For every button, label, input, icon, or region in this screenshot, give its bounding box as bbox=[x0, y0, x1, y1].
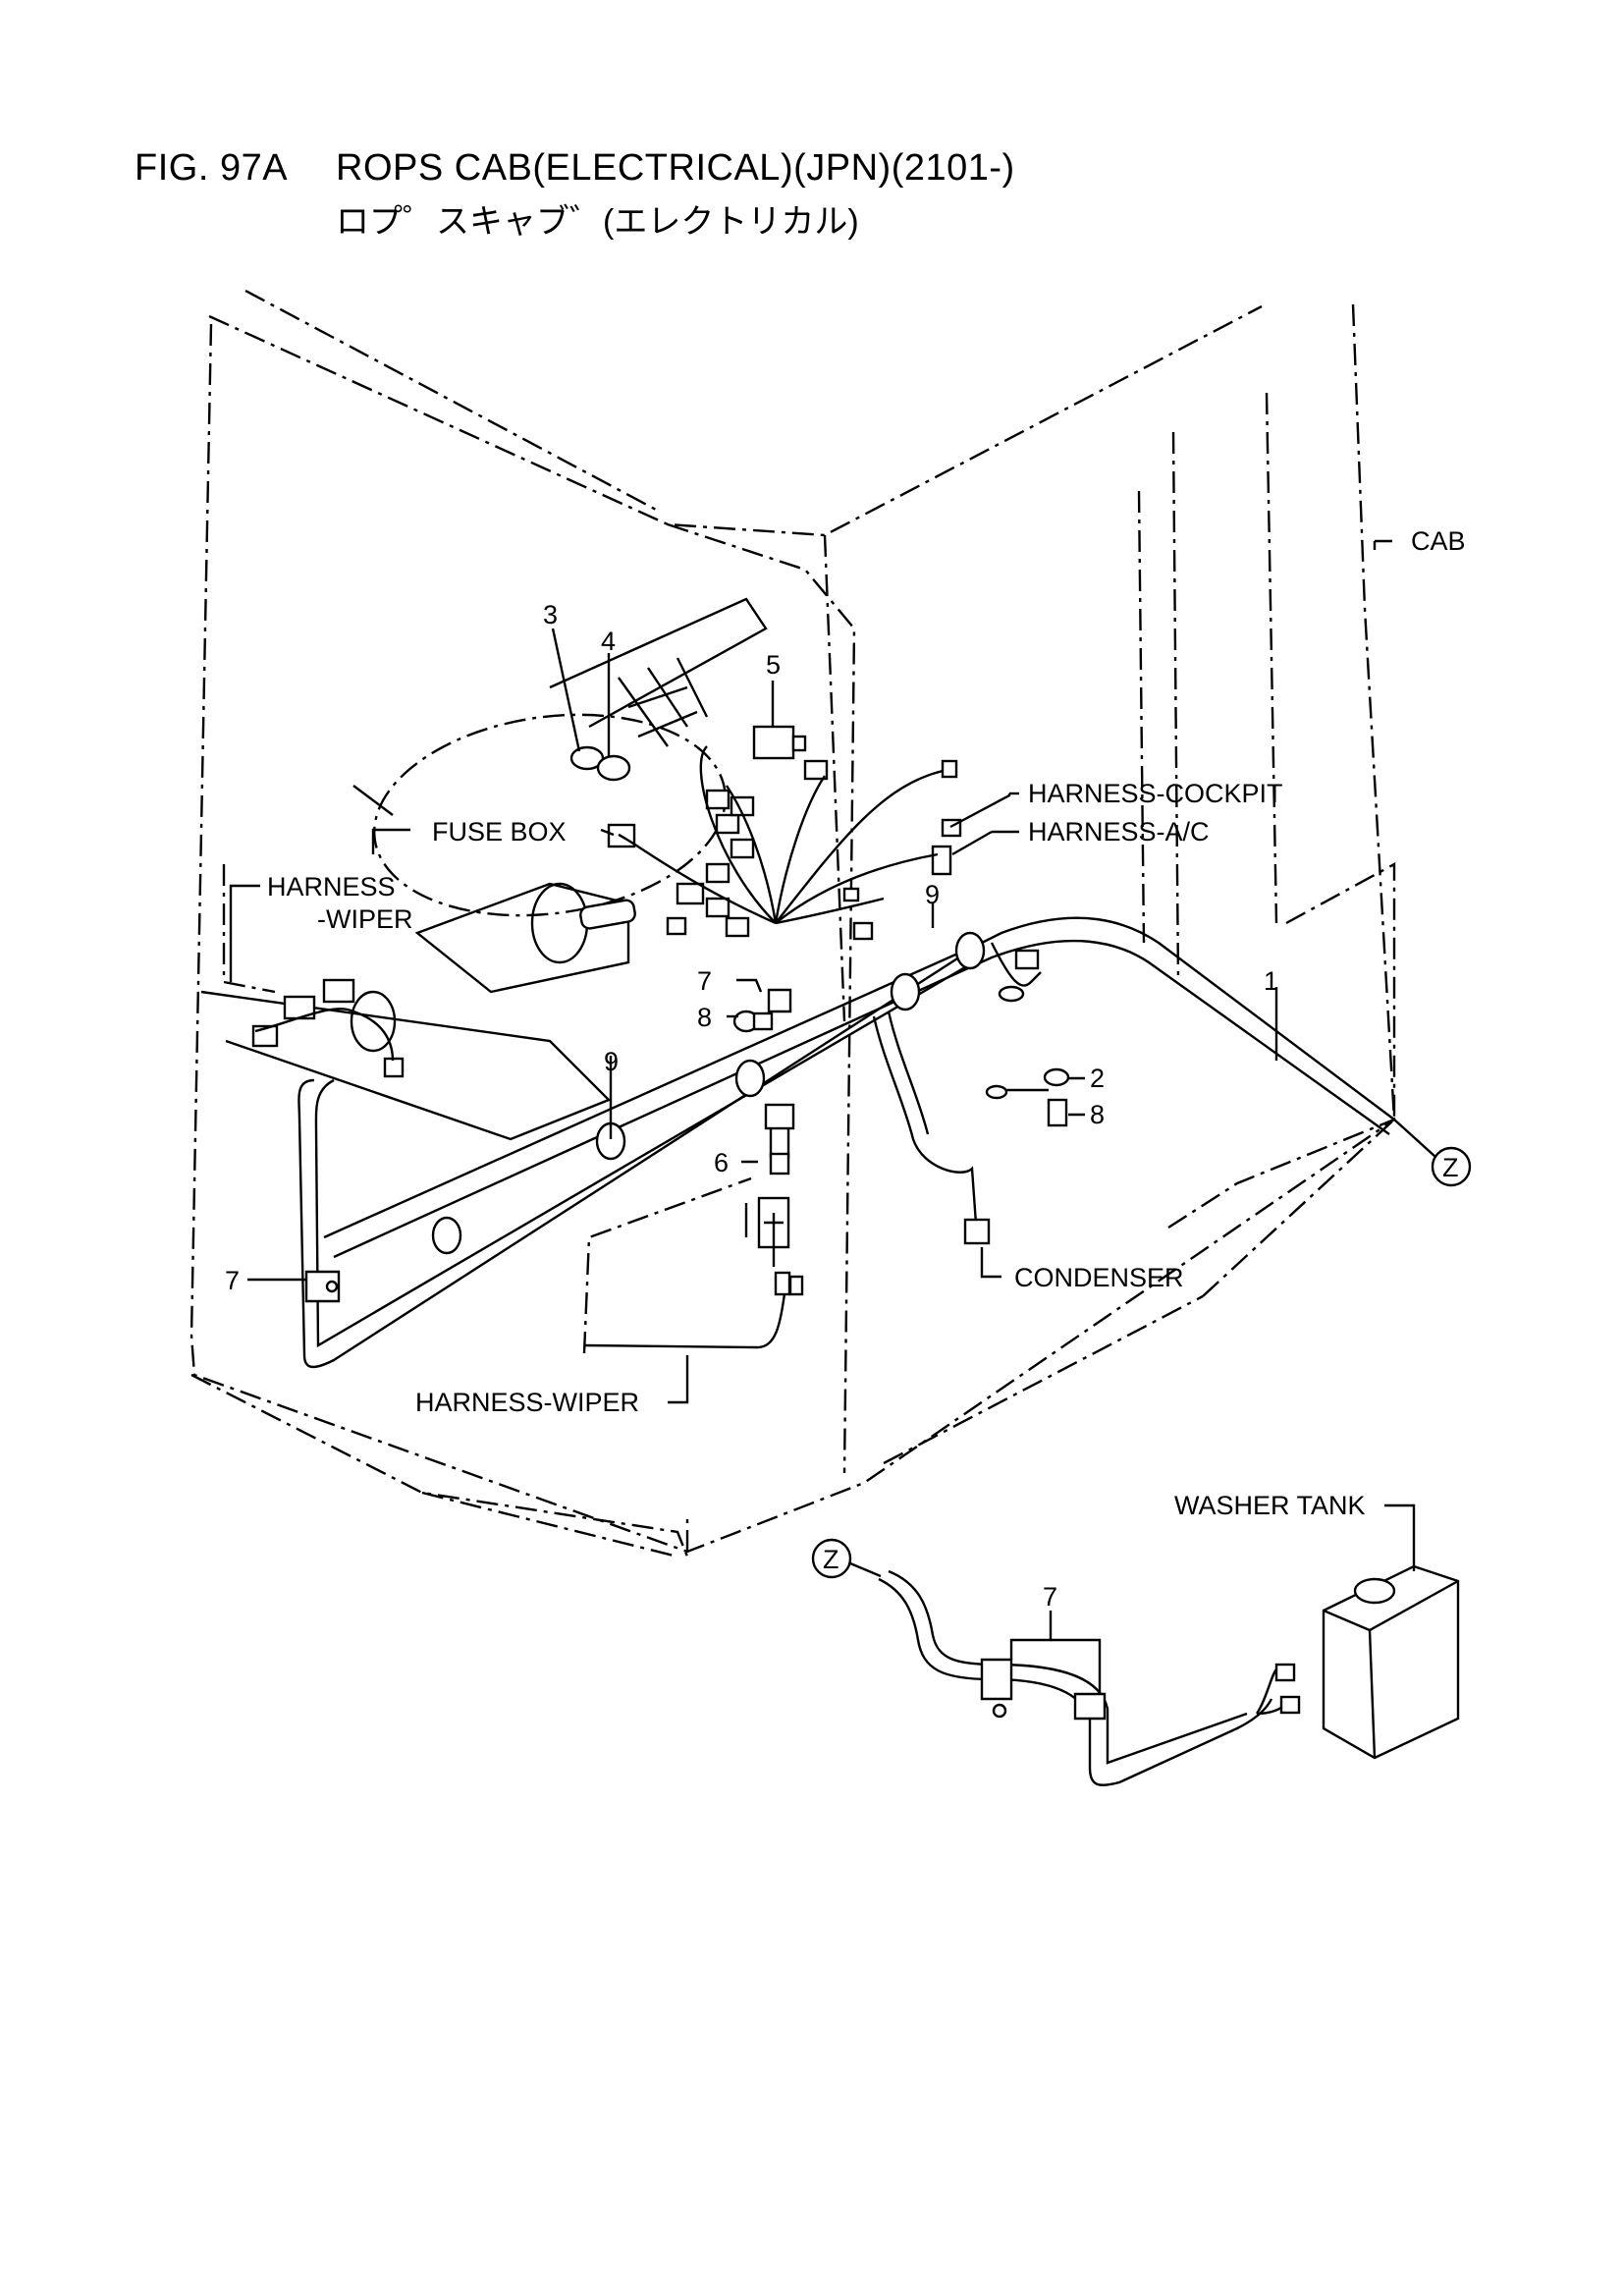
cab-label: CAB bbox=[1411, 526, 1466, 556]
callout-7-bottom: 7 bbox=[1043, 1582, 1057, 1612]
fuse-box-label: FUSE BOX bbox=[432, 817, 567, 847]
harness-wiper-label-line1: HARNESS bbox=[267, 872, 396, 902]
cockpit-assembly bbox=[200, 597, 962, 1141]
z-reference-bottom: Z bbox=[811, 1538, 882, 1579]
leader-lines bbox=[229, 539, 1416, 1694]
callout-3: 3 bbox=[543, 600, 558, 629]
washer-tank-label: WASHER TANK bbox=[1174, 1491, 1366, 1520]
z-label-top: Z bbox=[1442, 1153, 1459, 1182]
callout-9-left: 9 bbox=[604, 1047, 619, 1076]
z-label-bottom: Z bbox=[823, 1545, 839, 1574]
callout-8-left: 8 bbox=[697, 1003, 712, 1032]
figure-subtitle-jp: ロプ゜スキャブ゛(エレクトリカル) bbox=[336, 203, 859, 241]
z-reference-top: Z bbox=[1393, 1119, 1472, 1187]
harness-cockpit-label: HARNESS-COCKPIT bbox=[1028, 779, 1283, 808]
wiper-harness-left bbox=[222, 864, 405, 1078]
callout-7-upper: 7 bbox=[697, 966, 712, 996]
cab-outline bbox=[189, 289, 1396, 1558]
callout-8-right: 8 bbox=[1090, 1100, 1105, 1129]
callout-5: 5 bbox=[766, 650, 781, 680]
condenser-label: CONDENSER bbox=[1014, 1263, 1184, 1292]
washer-hose-assembly bbox=[878, 1564, 1460, 1786]
harness-ac-label: HARNESS-A/C bbox=[1028, 817, 1210, 847]
callout-6: 6 bbox=[714, 1148, 729, 1177]
figure-title: FIG. 97A ROPS CAB(ELECTRICAL)(JPN)(2101-) bbox=[135, 147, 1015, 190]
callout-9-right: 9 bbox=[925, 880, 940, 909]
main-harness-tube bbox=[298, 916, 1395, 1369]
figure-number: FIG. 97A bbox=[135, 147, 289, 189]
callout-1: 1 bbox=[1264, 966, 1278, 996]
callout-4: 4 bbox=[601, 627, 616, 656]
figure-name: ROPS CAB(ELECTRICAL)(JPN)(2101-) bbox=[336, 147, 1015, 189]
harness-wiper-label-line2: -WIPER bbox=[317, 904, 413, 934]
callout-2: 2 bbox=[1090, 1064, 1105, 1093]
callout-7-left: 7 bbox=[225, 1266, 240, 1295]
harness-wiper-bottom-label: HARNESS-WIPER bbox=[415, 1388, 639, 1417]
